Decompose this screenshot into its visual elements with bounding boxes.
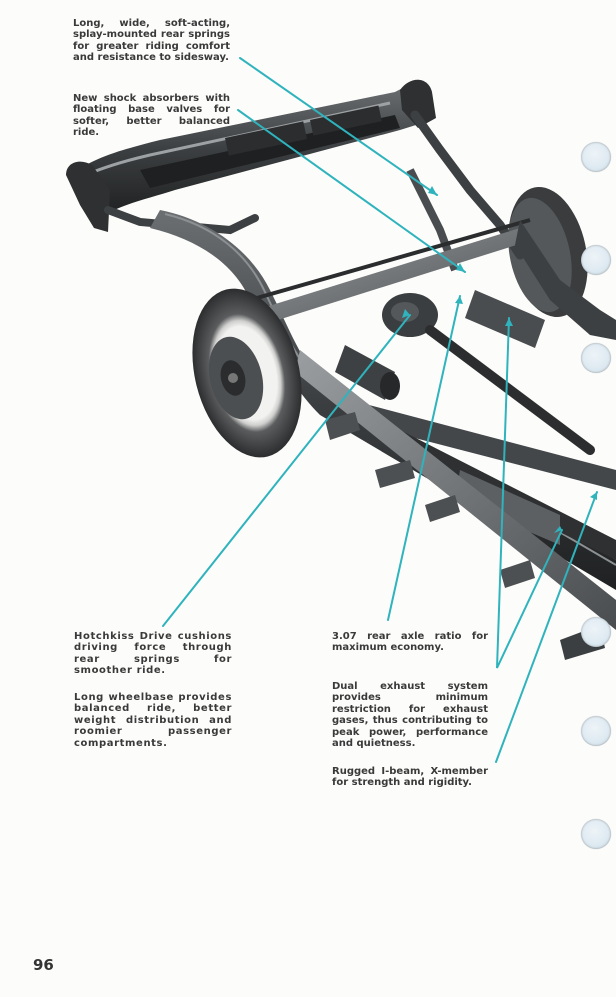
binder-hole [581,343,611,373]
caption-shock-absorbers: New shock absorbers with floating base v… [73,93,230,139]
caption-x-member: Rugged I-beam, X-member for strength and… [332,766,488,789]
binder-hole [581,245,611,275]
leader-x-member [495,491,598,763]
leader-rear-springs [239,57,438,196]
caption-wheelbase: Long wheelbase provides balanced ride, b… [74,692,232,749]
rear-wheel-left [192,288,302,458]
page-number: 96 [33,956,54,974]
binder-hole [581,819,611,849]
binder-hole [581,617,611,647]
caption-rear-springs: Long, wide, soft-acting, splay-mounted r… [73,18,230,64]
binder-hole [581,716,611,746]
caption-dual-exhaust: Dual exhaust system provides minimum res… [332,681,488,750]
leader-hotchkiss-drive [162,314,411,627]
leader-dual-exhaust [496,317,563,669]
leader-axle-ratio [387,295,461,621]
caption-hotchkiss-drive: Hotchkiss Drive cushions driving force t… [74,631,232,677]
caption-axle-ratio: 3.07 rear axle ratio for maximum economy… [332,631,488,654]
binder-hole [581,142,611,172]
leader-shock-absorbers [237,109,466,273]
